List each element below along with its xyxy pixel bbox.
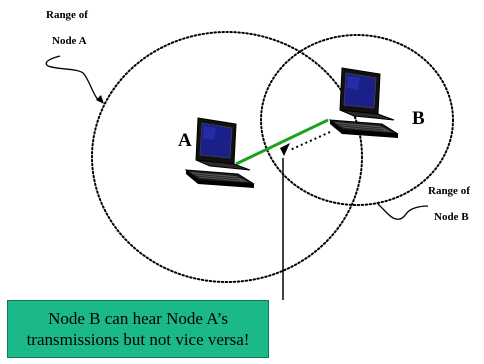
range-b-label-line2: Node B bbox=[434, 211, 469, 223]
callout-box: Node B can hear Node A’s transmissions b… bbox=[7, 300, 269, 358]
node-b-label: B bbox=[412, 108, 425, 129]
link-b-to-a-dotted bbox=[289, 131, 331, 151]
callout-line1: Node B can hear Node A’s bbox=[48, 309, 228, 328]
range-a-connector-arrow bbox=[96, 95, 104, 104]
link-a-to-b bbox=[235, 118, 329, 166]
range-a-connector bbox=[45, 55, 99, 101]
laptop-icon bbox=[329, 67, 399, 139]
laptop-icon bbox=[185, 117, 255, 189]
range-b-connector bbox=[377, 203, 429, 220]
range-a-label-line2: Node A bbox=[52, 35, 87, 47]
node-a-label: A bbox=[178, 130, 192, 151]
range-b-label-line1: Range of bbox=[428, 185, 470, 197]
range-a-label-line1: Range of bbox=[46, 9, 88, 21]
range-circle-node-a bbox=[91, 31, 363, 283]
callout-line2: transmissions but not vice versa! bbox=[26, 330, 250, 349]
range-circle-node-b bbox=[260, 34, 454, 206]
link-arrowhead bbox=[280, 143, 290, 156]
